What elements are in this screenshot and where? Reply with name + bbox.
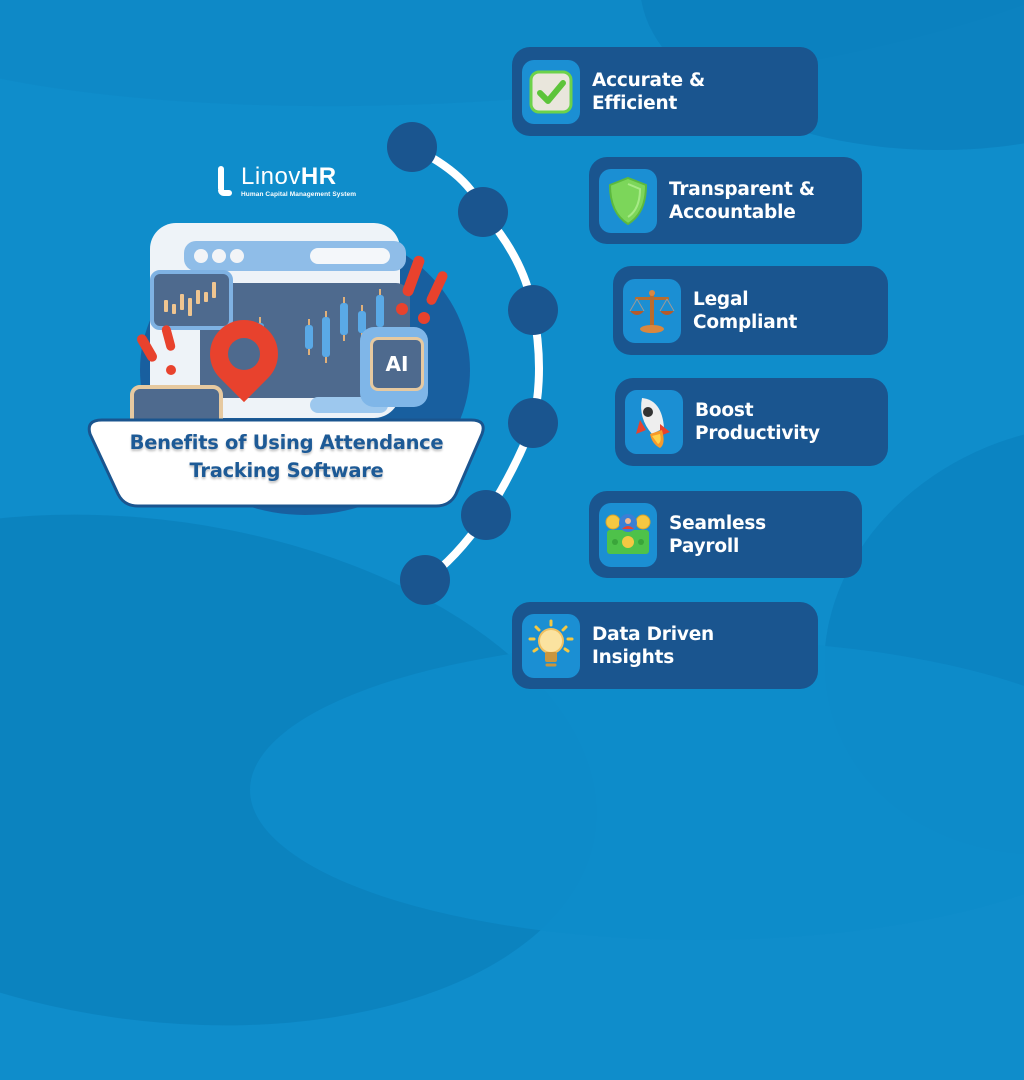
timeline-dot: [461, 490, 511, 540]
benefit-label: Boost Productivity: [695, 400, 820, 444]
benefit-card-productivity: Boost Productivity: [615, 378, 888, 466]
benefit-label: Accurate & Efficient: [592, 69, 705, 114]
lightbulb-icon: [522, 613, 580, 678]
timeline-dot: [387, 122, 437, 172]
exclamation-dot-icon: [418, 312, 430, 324]
money-icon: [599, 502, 657, 567]
timeline-dot: [508, 285, 558, 335]
benefit-label: Seamless Payroll: [669, 512, 766, 557]
brand-tagline: Human Capital Management System: [241, 191, 357, 198]
shield-icon: [599, 168, 657, 233]
page-title: Benefits of Using Attendance Tracking So…: [84, 429, 489, 485]
benefit-card-transparent: Transparent & Accountable: [589, 157, 862, 244]
timeline-dot: [400, 555, 450, 605]
brand-name-bold: HR: [300, 163, 337, 190]
title-banner: Benefits of Using Attendance Tracking So…: [84, 418, 489, 508]
window-dot-icon: [230, 249, 244, 263]
benefit-label: Data Driven Insights: [592, 623, 715, 668]
rocket-icon: [625, 390, 683, 454]
url-bar: [310, 248, 390, 264]
dashboard-illustration: AI: [130, 215, 470, 515]
browser-toolbar: [184, 241, 406, 271]
exclamation-dot-icon: [396, 303, 408, 315]
mini-chart-icon: [150, 270, 233, 330]
benefit-label: Legal Compliant: [693, 288, 798, 333]
benefit-label: Transparent & Accountable: [669, 178, 815, 223]
window-dot-icon: [194, 249, 208, 263]
brand-name: LinovHR: [241, 164, 356, 190]
timeline-dot: [508, 398, 558, 448]
benefit-card-accurate: Accurate & Efficient: [512, 47, 818, 136]
benefit-card-payroll: Seamless Payroll: [589, 491, 862, 578]
window-dot-icon: [212, 249, 226, 263]
title-line-1: Benefits of Using Attendance: [129, 431, 444, 454]
brand-logo: LinovHR Human Capital Management System: [218, 164, 356, 198]
scales-icon: [623, 278, 681, 343]
timeline-dot: [458, 187, 508, 237]
exclamation-dot-icon: [166, 365, 176, 375]
logo-mark-icon: [218, 166, 232, 196]
banner-shape: [87, 418, 485, 508]
title-line-2: Tracking Software: [189, 459, 384, 482]
brand-name-light: Linov: [241, 163, 301, 190]
benefit-card-insights: Data Driven Insights: [512, 602, 818, 689]
ai-chip-icon: AI: [370, 337, 424, 391]
checkmark-icon: [522, 59, 580, 124]
benefit-card-legal: Legal Compliant: [613, 266, 888, 355]
